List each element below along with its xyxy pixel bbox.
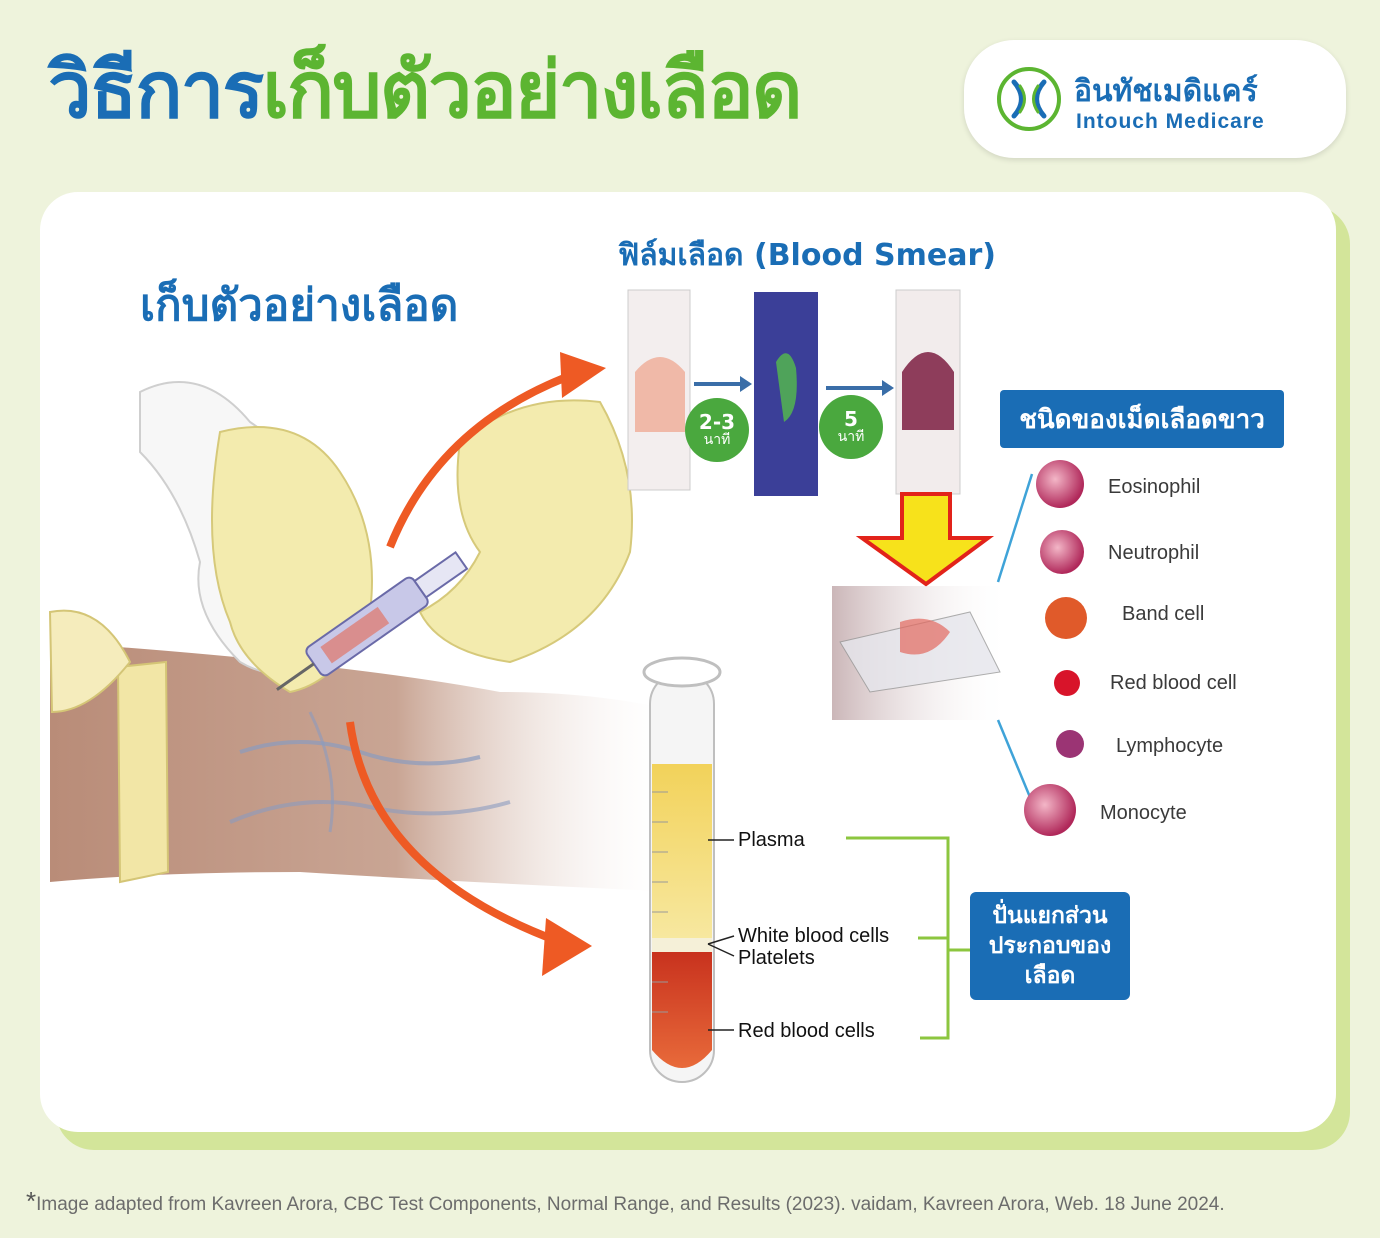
illustration-panel: เก็บตัวอย่างเลือด ฟิล์มเลือด (Blood Smea… [40,192,1336,1132]
page-title: วิธีการเก็บตัวอย่างเลือด [48,52,803,130]
blood-smear-slides [627,289,961,496]
cell-label-eosinophil: Eosinophil [1108,476,1201,498]
time-badge-1-unit: นาที [703,432,731,449]
blood-collection-illustration [48,289,1087,1083]
title-part-2: เก็บตัวอย่างเลือด [262,46,802,136]
brand-logo: อินทัชเมดิแคร์ Intouch Medicare [964,40,1346,158]
time-badge-1: 2-3 นาที [685,398,749,462]
collection-heading: เก็บตัวอย่างเลือด [140,280,459,331]
gloves-illustration [139,381,633,694]
arm-illustration [48,609,680,892]
blood-smear-heading: ฟิล์มเลือด (Blood Smear) [618,238,996,273]
white-blood-cell-images [1024,460,1087,836]
title-part-1: วิธีการ [48,46,264,136]
time-badge-2-number: 5 [844,407,858,432]
intouch-logo-icon [997,67,1061,131]
tube-label-plasma: Plasma [738,829,805,851]
cell-label-band-cell: Band cell [1122,603,1205,625]
tube-label-red-blood-cells: Red blood cells [738,1020,875,1042]
cell-label-monocyte: Monocyte [1100,802,1187,824]
source-footnote: *Image adapted from Kavreen Arora, CBC T… [26,1186,1225,1217]
cell-label-red-blood-cell: Red blood cell [1110,672,1237,694]
separation-badge-line-2: ประกอบของ [988,933,1112,959]
tube-label-platelets: Platelets [738,947,815,969]
separation-badge: ปั่นแยกส่วน ประกอบของ เลือด [970,892,1130,1000]
cell-label-neutrophil: Neutrophil [1108,542,1200,564]
time-badge-2-unit: นาที [837,429,865,446]
logo-thai-name: อินทัชเมดิแคร์ [1074,74,1258,109]
test-tube [642,656,735,1083]
syringe-illustration [276,550,469,691]
cell-label-lymphocyte: Lymphocyte [1116,735,1224,757]
tube-label-white-blood-cells: White blood cells [738,925,890,947]
wbc-types-heading: ชนิดของเม็ดเลือดขาว [1000,390,1284,448]
footnote-text: Image adapted from Kavreen Arora, CBC Te… [36,1194,1225,1215]
logo-english-name: Intouch Medicare [1076,110,1265,133]
separation-badge-line-1: ปั่นแยกส่วน [992,903,1108,929]
yellow-down-arrow [855,492,995,587]
footnote-star: * [26,1186,37,1216]
separation-badge-line-3: เลือด [1024,963,1076,989]
time-badge-1-number: 2-3 [698,410,736,435]
time-badge-2: 5 นาที [819,395,883,459]
